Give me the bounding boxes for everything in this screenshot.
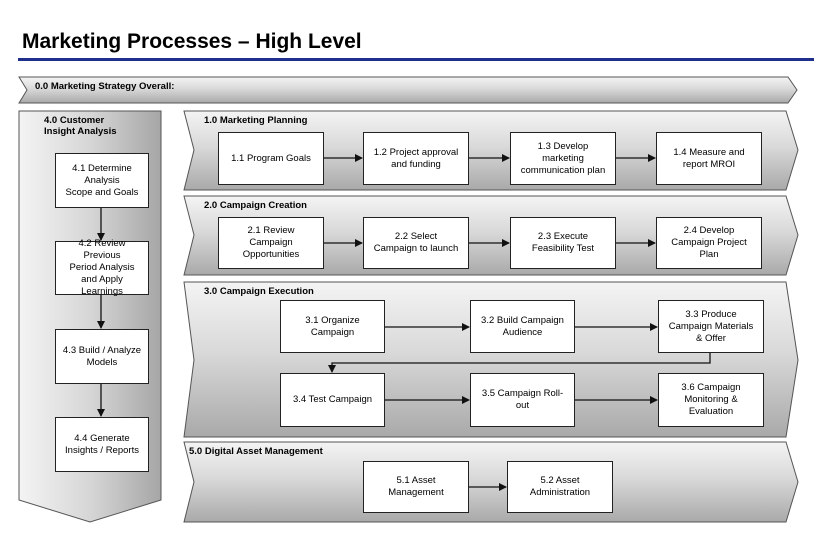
campaign-execution-label: 3.0 Campaign Execution <box>204 286 314 297</box>
customer-insight-label: 4.0 Customer Insight Analysis <box>44 115 117 137</box>
step-1-4: 1.4 Measure and report MROI <box>656 132 762 185</box>
step-2-4: 2.4 Develop Campaign Project Plan <box>656 217 762 269</box>
step-3-1: 3.1 Organize Campaign <box>280 300 385 353</box>
campaign-creation-band <box>183 195 799 276</box>
step-1-1: 1.1 Program Goals <box>218 132 324 185</box>
strategy-label: 0.0 Marketing Strategy Overall: <box>35 81 175 92</box>
step-5-2: 5.2 Asset Administration <box>507 461 613 513</box>
step-3-4: 3.4 Test Campaign <box>280 373 385 427</box>
step-4-3: 4.3 Build / Analyze Models <box>55 329 149 384</box>
step-2-2: 2.2 Select Campaign to launch <box>363 217 469 269</box>
strategy-band <box>18 76 798 104</box>
step-2-1: 2.1 Review Campaign Opportunities <box>218 217 324 269</box>
step-5-1: 5.1 Asset Management <box>363 461 469 513</box>
step-3-3: 3.3 Produce Campaign Materials & Offer <box>658 300 764 353</box>
step-2-3: 2.3 Execute Feasibility Test <box>510 217 616 269</box>
step-1-3: 1.3 Develop marketing communication plan <box>510 132 616 185</box>
digital-asset-band <box>183 441 799 523</box>
step-3-5: 3.5 Campaign Roll- out <box>470 373 575 427</box>
step-3-6: 3.6 Campaign Monitoring & Evaluation <box>658 373 764 427</box>
step-3-2: 3.2 Build Campaign Audience <box>470 300 575 353</box>
step-1-2: 1.2 Project approval and funding <box>363 132 469 185</box>
marketing-planning-band <box>183 110 799 191</box>
arrow-3-3-to-3-4 <box>328 353 711 373</box>
campaign-creation-label: 2.0 Campaign Creation <box>204 200 307 211</box>
step-4-2: 4.2 Review Previous Period Analysis and … <box>55 238 149 297</box>
page-title: Marketing Processes – High Level <box>22 30 362 53</box>
step-4-1: 4.1 Determine Analysis Scope and Goals <box>55 153 149 208</box>
step-4-4: 4.4 Generate Insights / Reports <box>55 417 149 472</box>
digital-asset-label: 5.0 Digital Asset Management <box>189 446 323 457</box>
title-underline <box>18 58 814 61</box>
marketing-planning-label: 1.0 Marketing Planning <box>204 115 308 126</box>
